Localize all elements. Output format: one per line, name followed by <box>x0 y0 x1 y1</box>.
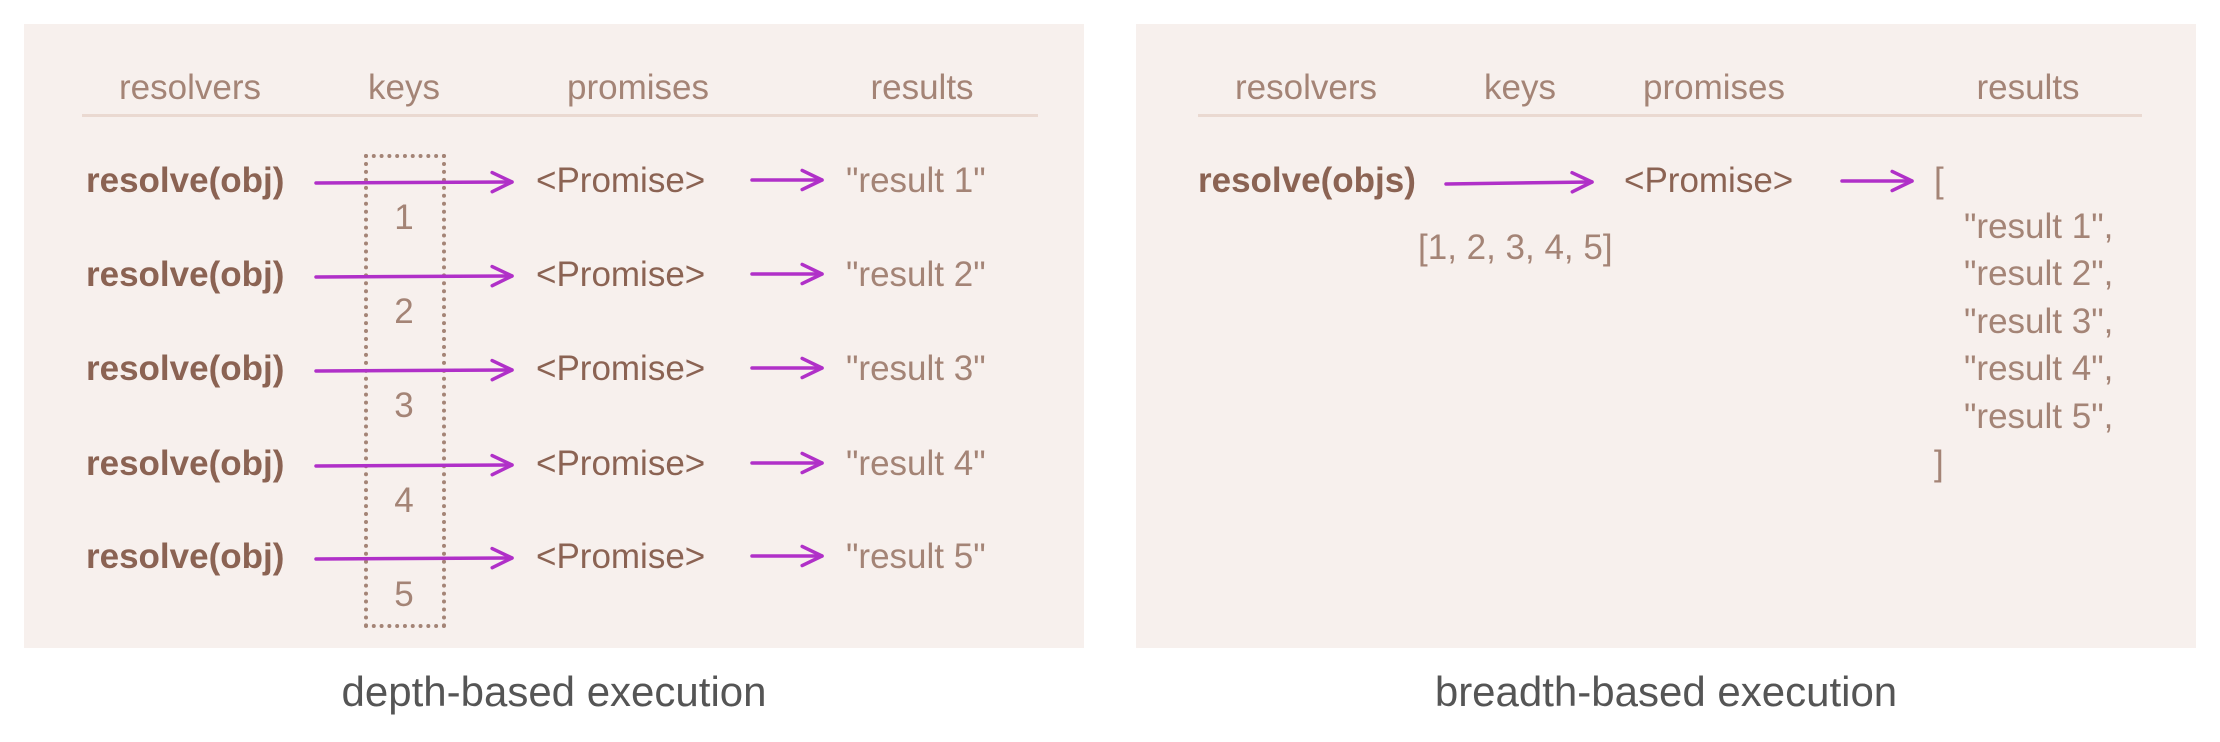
resolver-label: resolve(obj) <box>86 444 285 483</box>
resolver-label: resolve(obj) <box>86 255 285 294</box>
arrows-layer <box>1444 169 1914 194</box>
breadth-based-caption: breadth-based execution <box>1434 668 1898 715</box>
promise-to-result-arrow <box>750 544 824 568</box>
resolver-label: resolve(objs) <box>1198 161 1416 200</box>
resolver-to-promise-arrow <box>314 453 514 477</box>
result-item: "result 2", <box>1964 254 2114 293</box>
key-label: 3 <box>394 386 414 425</box>
header-resolvers: resolvers <box>119 68 261 107</box>
header-keys: keys <box>368 68 440 107</box>
header-results: results <box>870 68 974 107</box>
depth-based-panel: resolvers keys promises results resolve(… <box>24 24 1084 648</box>
key-label: 4 <box>394 481 414 520</box>
header-divider <box>1198 114 2142 117</box>
resolver-to-promise-arrow <box>314 546 514 570</box>
promise-to-result-arrow <box>1840 169 1914 193</box>
resolver-to-promise-arrow <box>314 358 514 382</box>
result-label: "result 2" <box>846 255 986 294</box>
keys-batch-box <box>364 154 446 628</box>
promise-label: <Promise> <box>1624 161 1794 200</box>
result-label: "result 5" <box>846 537 986 576</box>
resolver-to-promise-arrow <box>314 264 514 288</box>
breadth-based-panel: resolvers keys promises results resolve(… <box>1136 24 2196 648</box>
keys-array-label: [1, 2, 3, 4, 5] <box>1418 228 1613 267</box>
result-item: "result 4", <box>1964 349 2114 388</box>
promise-to-result-arrow <box>750 356 824 380</box>
resolver-label: resolve(obj) <box>86 349 285 388</box>
key-label: 5 <box>394 575 414 614</box>
result-item: "result 1", <box>1964 207 2114 246</box>
key-label: 1 <box>394 198 414 237</box>
results-close-bracket: ] <box>1934 444 1944 483</box>
result-item: "result 3", <box>1964 302 2114 341</box>
depth-based-caption: depth-based execution <box>341 668 767 715</box>
header-keys: keys <box>1484 68 1556 107</box>
promise-label: <Promise> <box>536 161 706 200</box>
result-label: "result 3" <box>846 349 986 388</box>
promise-to-result-arrow <box>750 451 824 475</box>
resolver-label: resolve(obj) <box>86 537 285 576</box>
results-open-bracket: [ <box>1934 161 1944 200</box>
resolver-to-promise-arrow <box>314 170 514 194</box>
resolver-label: resolve(obj) <box>86 161 285 200</box>
result-label: "result 1" <box>846 161 986 200</box>
result-item: "result 5", <box>1964 397 2114 436</box>
header-resolvers: resolvers <box>1235 68 1377 107</box>
promise-label: <Promise> <box>536 255 706 294</box>
header-results: results <box>1976 68 2080 107</box>
promise-label: <Promise> <box>536 537 706 576</box>
promise-to-result-arrow <box>750 168 824 192</box>
promise-label: <Promise> <box>536 444 706 483</box>
promise-to-result-arrow <box>750 262 824 286</box>
header-divider <box>82 114 1038 117</box>
arrows-layer <box>314 168 824 570</box>
promise-label: <Promise> <box>536 349 706 388</box>
header-promises: promises <box>567 68 709 107</box>
resolver-to-promise-arrow <box>1444 170 1594 194</box>
key-label: 2 <box>394 292 414 331</box>
header-promises: promises <box>1643 68 1785 107</box>
result-label: "result 4" <box>846 444 986 483</box>
